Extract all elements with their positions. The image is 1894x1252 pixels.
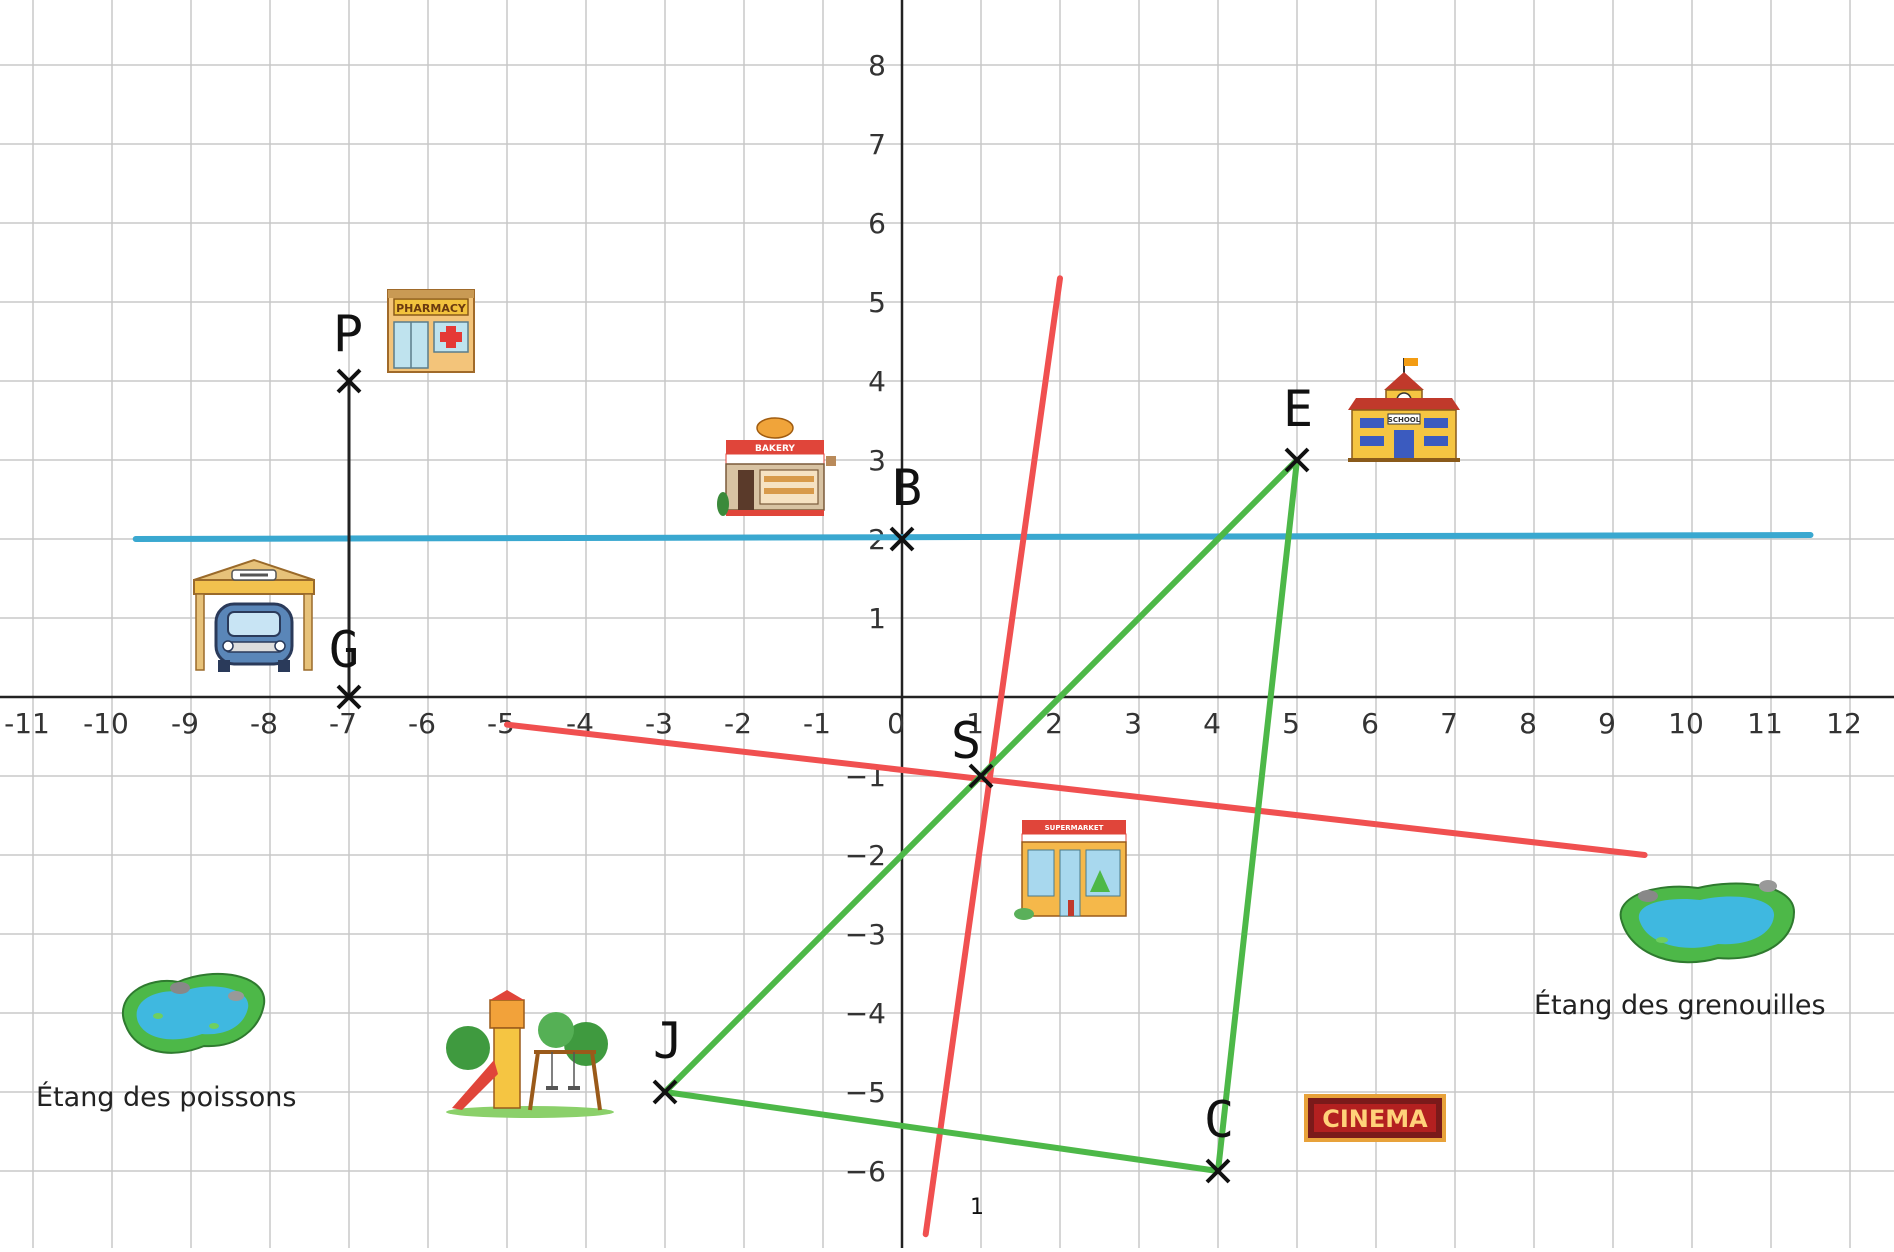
y-tick-label: −4 <box>845 997 886 1030</box>
point-label-b: B <box>892 459 922 517</box>
point-markers <box>336 368 1310 1184</box>
x-tick-label: 0 <box>887 707 905 740</box>
supermarket-sign: SUPERMARKET <box>1045 824 1104 832</box>
y-tick-label: −6 <box>845 1155 886 1188</box>
point-label-s: S <box>951 712 981 770</box>
pharmacy-sign: PHARMACY <box>396 302 467 315</box>
garage-icon <box>193 558 315 672</box>
y-tick-label: 4 <box>868 365 886 398</box>
cinema-sign: CINEMA <box>1322 1105 1428 1133</box>
point-label-e: E <box>1283 380 1313 438</box>
y-tick-label: 8 <box>868 49 886 82</box>
point-marker-c <box>1205 1158 1231 1184</box>
pond-fish-icon <box>121 972 266 1054</box>
pond-frogs-icon <box>1619 880 1796 964</box>
playground-icon <box>446 990 614 1118</box>
red-line-steep <box>922 275 1063 1238</box>
point-marker-g <box>336 684 362 710</box>
x-tick-label: 8 <box>1519 707 1537 740</box>
pond-frogs-caption: Étang des grenouilles <box>1534 989 1826 1021</box>
pond-fish-caption: Étang des poissons <box>36 1081 296 1113</box>
x-tick-label: 12 <box>1826 707 1862 740</box>
x-tick-label: -11 <box>4 707 50 740</box>
blue-line-y2 <box>132 532 1814 542</box>
x-tick-label: -2 <box>724 707 752 740</box>
x-tick-label: 1 <box>966 707 984 740</box>
y-tick-label: 1 <box>868 602 886 635</box>
y-tick-label: 3 <box>868 444 886 477</box>
x-tick-label: 9 <box>1598 707 1616 740</box>
y-tick-label: 6 <box>868 207 886 240</box>
point-marker-b <box>889 526 915 552</box>
page-number: 1 <box>970 1195 984 1220</box>
supermarket-icon: SUPERMARKET <box>1014 820 1127 920</box>
point-label-g: G <box>329 621 359 679</box>
x-tick-label: -8 <box>250 707 278 740</box>
bakery-sign: BAKERY <box>755 444 795 454</box>
x-tick-label: 7 <box>1440 707 1458 740</box>
x-tick-label: -1 <box>803 707 831 740</box>
y-tick-label: −3 <box>845 918 886 951</box>
x-tick-label: 3 <box>1124 707 1142 740</box>
point-labels: P G B E S J C <box>329 305 1313 1149</box>
x-tick-label: 2 <box>1045 707 1063 740</box>
y-tick-label: −5 <box>845 1076 886 1109</box>
point-marker-e <box>1284 447 1310 473</box>
x-tick-label: -7 <box>329 707 357 740</box>
x-tick-label: -9 <box>171 707 199 740</box>
y-tick-label: −2 <box>845 839 886 872</box>
y-tick-label: 7 <box>868 128 886 161</box>
y-tick-label: 5 <box>868 286 886 319</box>
school-sign: SCHOOL <box>1388 416 1421 424</box>
point-marker-p <box>336 368 362 394</box>
cinema-sign-icon: CINEMA <box>1304 1094 1446 1142</box>
x-tick-label: 11 <box>1747 707 1783 740</box>
x-tick-label: 4 <box>1203 707 1221 740</box>
x-tick-label: -10 <box>83 707 129 740</box>
point-label-c: C <box>1204 1091 1234 1149</box>
x-tick-label: 10 <box>1668 707 1704 740</box>
point-label-j: J <box>653 1012 683 1070</box>
bakery-icon: BAKERY <box>717 417 836 516</box>
school-icon: SCHOOL <box>1348 358 1460 462</box>
pharmacy-icon: PHARMACY <box>387 289 475 373</box>
point-label-p: P <box>333 305 363 363</box>
red-line-shallow <box>504 721 1648 858</box>
point-marker-j <box>652 1079 678 1105</box>
x-tick-label: -3 <box>645 707 673 740</box>
x-tick-label: 6 <box>1361 707 1379 740</box>
x-tick-label: -6 <box>408 707 436 740</box>
point-marker-s <box>968 763 994 789</box>
x-tick-label: 5 <box>1282 707 1300 740</box>
